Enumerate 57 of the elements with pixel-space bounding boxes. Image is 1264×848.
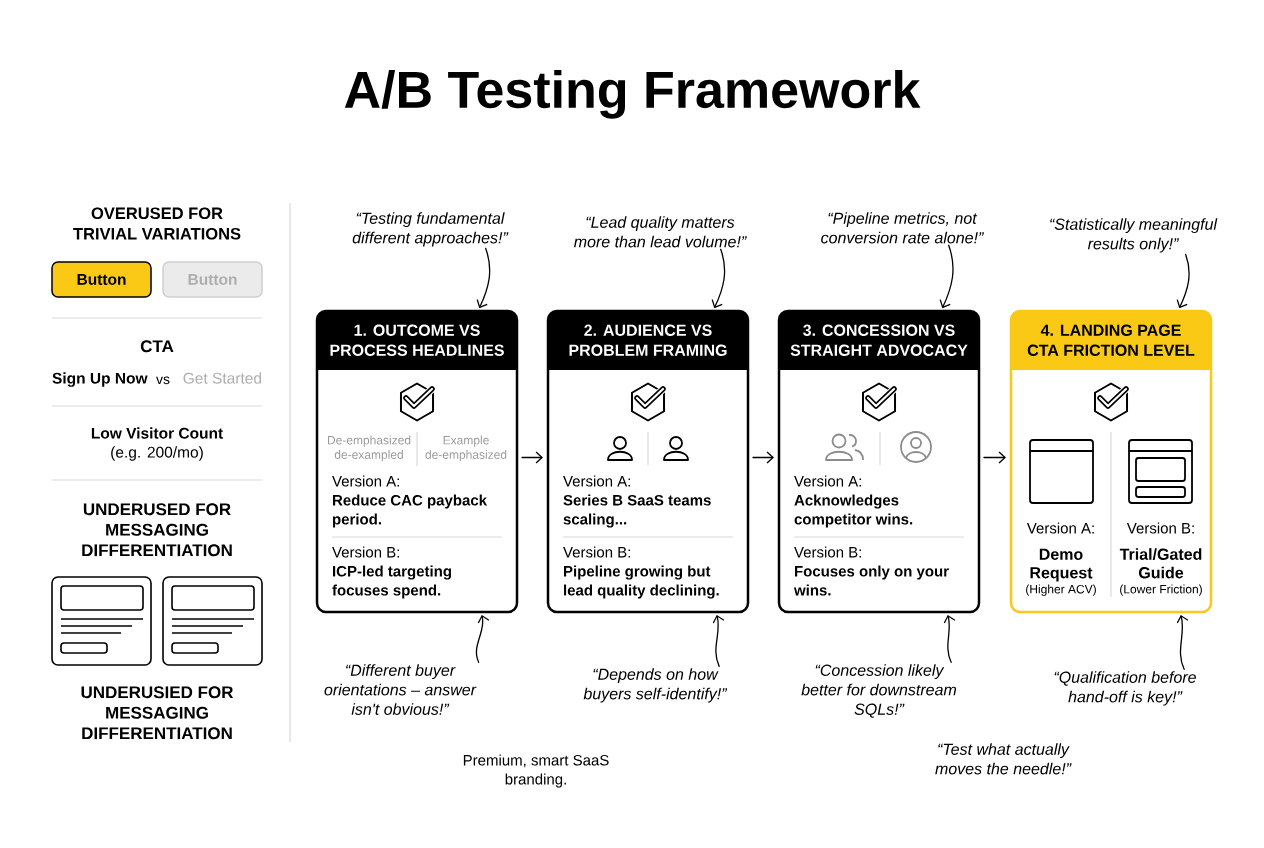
- quote: “Concession likely better for downstream SQLs!”: [801, 664, 957, 718]
- arrow: [521, 451, 543, 464]
- quote: “Depends on how buyers self-identify!”: [583, 668, 728, 703]
- curved-arrow: [943, 614, 956, 663]
- version-text: Pipeline growing but lead quality declining.: [564, 565, 719, 599]
- label: Sign Up Now: [52, 372, 148, 387]
- button: Button: [51, 261, 152, 298]
- note: (Lower Friction): [1120, 584, 1202, 596]
- version-text: Reduce CAC payback period.: [333, 494, 488, 528]
- version-text: Trial/Gated Guide: [1119, 548, 1202, 579]
- label: vs: [156, 376, 170, 385]
- version-label: Version A:: [563, 475, 630, 487]
- card-header: 1. OUTCOME VS PROCESS HEADLINES: [317, 311, 517, 370]
- curved-arrow: [712, 614, 725, 667]
- version-label: Version A:: [794, 475, 861, 487]
- version-text: Acknowledges competitor wins.: [794, 494, 913, 528]
- curved-arrow: [1176, 614, 1189, 670]
- version-text: Series B SaaS teams scaling...: [563, 494, 711, 528]
- quote: “Test what actually moves the needle!”: [935, 743, 1072, 775]
- label: Low Visitor Count: [91, 427, 223, 439]
- quote: “Lead quality matters more than lead volume!”: [574, 216, 747, 248]
- heading: OVERUSED FOR TRIVIAL VARIATIONS: [73, 207, 241, 240]
- heading: UNDERUSIED FOR MESSAGING DIFFERENTIATION: [81, 686, 234, 740]
- quote: “Statistically meaningful results only!”: [1050, 218, 1218, 253]
- quote: “Different buyer orientations – answer isn't obvious!”: [324, 664, 477, 715]
- version-text: Demo Request: [1030, 548, 1093, 582]
- label: Example de-emphasized: [425, 435, 507, 462]
- curved-arrow: [711, 248, 726, 309]
- arrow: [752, 451, 774, 464]
- label: Get Started: [183, 372, 261, 384]
- heading: UNDERUSED FOR MESSAGING DIFFERENTIATION: [82, 503, 232, 557]
- curved-arrow: [475, 614, 490, 663]
- quote: “Qualification before hand-off is key!”: [1054, 671, 1196, 706]
- quote: “Testing fundamental different approaches!”: [352, 212, 509, 247]
- version-label: Version B:: [794, 546, 861, 558]
- card-header: 3. CONCESSION VS STRAIGHT ADVOCACY: [779, 311, 979, 370]
- title: A/B Testing Framework: [344, 70, 921, 119]
- curved-arrow: [1176, 253, 1190, 309]
- curved-arrow: [476, 247, 491, 309]
- label: (e.g. 200/mo): [111, 446, 203, 461]
- note: (Higher ACV): [1026, 584, 1096, 596]
- heading: CTA: [140, 340, 174, 353]
- note: Premium, smart SaaS branding.: [463, 754, 609, 788]
- curved-arrow: [939, 244, 954, 309]
- label: De-emphasized de-exampled: [327, 435, 411, 462]
- arrow: [983, 451, 1006, 464]
- card-header: 4. LANDING PAGE CTA FRICTION LEVEL: [1011, 311, 1211, 370]
- version-label: Version A:: [1026, 522, 1094, 534]
- version-label: Version A:: [332, 475, 399, 487]
- version-label: Version B:: [332, 546, 399, 558]
- button: Button: [162, 261, 263, 298]
- version-label: Version B:: [1126, 522, 1194, 534]
- card-header: 2. AUDIENCE VS PROBLEM FRAMING: [548, 311, 748, 370]
- version-text: ICP-led targeting focuses spend.: [332, 565, 451, 599]
- quote: “Pipeline metrics, not conversion rate alone!”: [821, 212, 984, 244]
- version-text: Focuses only on your wins.: [793, 565, 949, 596]
- version-label: Version B:: [563, 546, 630, 558]
